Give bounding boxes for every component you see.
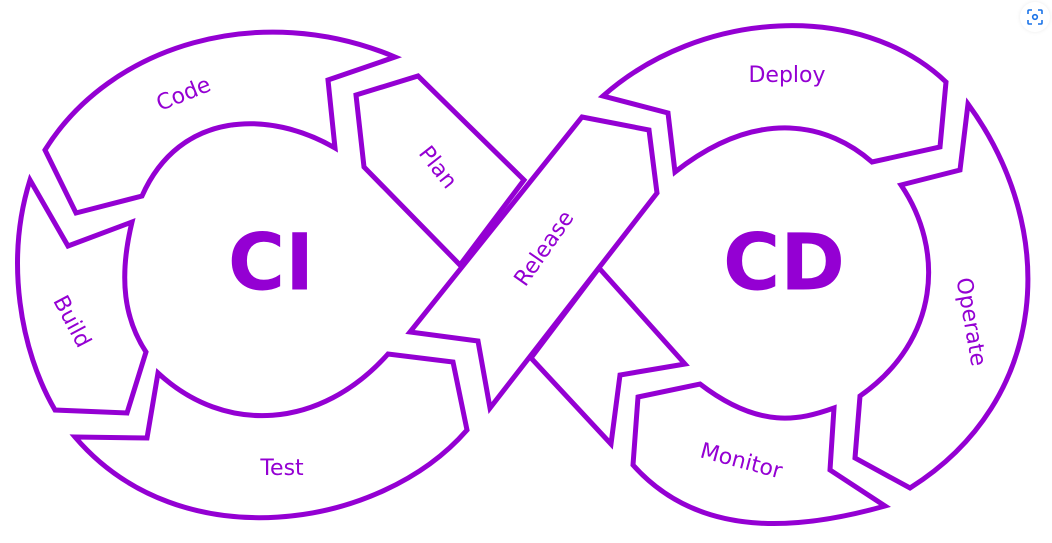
stage-deploy-shape (597, 23, 949, 177)
stage-deploy-label: Deploy (748, 63, 825, 88)
stage-release-shape (405, 114, 660, 414)
ci-title: CI (228, 218, 314, 308)
stage-plan-shape (353, 73, 528, 269)
lens-icon (1027, 9, 1043, 25)
stage-operate-shape (852, 97, 1031, 491)
stage-test-shape (69, 351, 470, 521)
stage-test-label: Test (259, 456, 304, 481)
stage-monitor-shape (630, 381, 891, 526)
stage-release-tail-shape (527, 264, 690, 450)
cd-title: CD (723, 218, 845, 308)
stage-code-shape (42, 29, 403, 216)
stage-build-shape (15, 173, 149, 416)
visual-search-button[interactable] (1020, 2, 1050, 32)
